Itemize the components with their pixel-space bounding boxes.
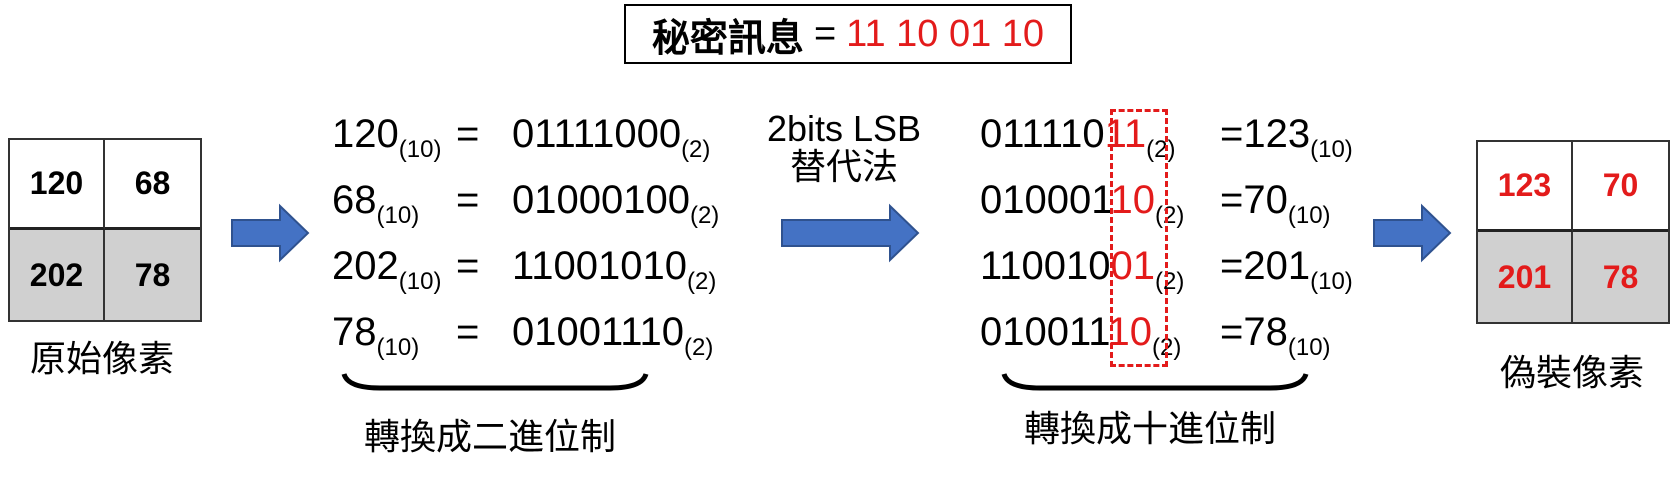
binary-value: 01111000 [512,112,682,156]
binary-row: 01001110(2) [512,310,713,361]
binary-embedded-bits: 10 [1107,310,1153,354]
to-decimal-equals: = [1220,310,1244,354]
stego-decimal-row: =78(10) [1220,310,1331,361]
to-binary-row: 202(10) [332,244,441,295]
binary-base: (2) [684,334,714,361]
to-binary-row: 78(10) [332,310,419,361]
method-label-line2: 替代法 [789,146,898,187]
binary-base: (2) [689,202,720,229]
binary-brace [341,373,649,391]
disguised-pixel-cell: 123 [1478,142,1573,232]
binary-base: (2) [681,136,711,163]
binary-high-bits: 010001 [980,178,1111,222]
to-binary-equals: = [456,310,480,354]
to-decimal-equals: = [1220,178,1244,222]
original-pixel-cell: 120 [10,140,105,230]
binary-base: (2) [1155,268,1185,295]
decimal-base: (10) [1310,268,1353,295]
method-label-line1: 2bits LSB [766,108,922,149]
to-binary-caption: 轉換成二進位制 [364,416,617,457]
decimal-base: (10) [1310,136,1353,163]
decimal-value: 70 [1243,178,1288,222]
binary-value: 01000100 [512,178,690,222]
decimal-brace [1001,373,1309,391]
secret-message-equals: = [813,12,837,55]
right-arrow-icon [1373,203,1452,263]
decimal-value: 201 [1243,244,1311,288]
original-pixel-cell: 202 [10,230,105,320]
decimal-value: 202 [332,244,399,288]
binary-embedded-bits: 10 [1110,178,1156,222]
stego-decimal-row: =70(10) [1220,178,1331,229]
decimal-base: (10) [1287,202,1331,229]
decimal-base: (10) [1287,334,1331,361]
stego-decimal-row: =201(10) [1220,244,1353,295]
to-binary-row: 68(10) [332,178,419,229]
decimal-value: 123 [1243,112,1311,156]
original-pixel-cell: 78 [105,230,200,320]
stego-binary-row: 01000110(2) [980,178,1184,229]
stego-binary-row: 01001110(2) [980,310,1181,361]
binary-base: (2) [687,268,717,295]
binary-high-bits: 110010 [980,244,1111,288]
to-decimal-equals: = [1220,112,1244,156]
binary-row: 01000100(2) [512,178,719,229]
right-arrow-icon [781,203,920,263]
decimal-base: (10) [376,334,420,361]
disguised-pixel-cell: 70 [1573,142,1668,232]
method-label: 2bits LSB 替代法 [764,110,924,186]
decimal-value: 78 [332,310,377,354]
decimal-base: (10) [398,268,442,295]
decimal-base: (10) [376,202,420,229]
decimal-value: 120 [332,112,399,156]
original-pixel-cell: 68 [105,140,200,230]
stego-binary-row: 11001001(2) [980,244,1184,295]
disguised-pixel-grid: 123 70 201 78 [1476,140,1670,324]
right-arrow-icon [231,203,310,263]
embedded-bits-highlight [1110,109,1168,367]
disguised-pixel-cell: 201 [1478,232,1573,322]
to-binary-equals: = [456,244,480,288]
stego-binary-row: 01111011(2) [980,112,1175,163]
stego-decimal-row: =123(10) [1220,112,1353,163]
binary-row: 01111000(2) [512,112,710,163]
binary-high-bits: 011110 [980,112,1105,156]
binary-value: 11001010 [512,244,687,288]
binary-row: 11001010(2) [512,244,716,295]
decimal-base: (10) [398,136,442,163]
disguised-pixel-caption: 偽裝像素 [1500,352,1645,393]
binary-base: (2) [1155,202,1185,229]
secret-message-label: 秘密訊息 [651,17,804,60]
disguised-pixel-cell: 78 [1573,232,1668,322]
secret-message-bits: 11 10 01 10 [846,12,1045,55]
binary-base: (2) [1146,136,1176,163]
secret-message-box: 秘密訊息 = 11 10 01 10 [624,4,1072,64]
to-binary-equals: = [456,178,480,222]
binary-embedded-bits: 01 [1110,244,1156,288]
to-binary-equals: = [456,112,480,156]
original-pixel-grid: 120 68 202 78 [8,138,202,322]
binary-value: 01001110 [512,310,685,354]
to-binary-row: 120(10) [332,112,441,163]
decimal-value: 78 [1243,310,1288,354]
decimal-value: 68 [332,178,377,222]
to-decimal-caption: 轉換成十進位制 [1024,408,1277,449]
to-decimal-equals: = [1220,244,1244,288]
original-pixel-caption: 原始像素 [30,338,175,379]
binary-high-bits: 010011 [980,310,1108,354]
